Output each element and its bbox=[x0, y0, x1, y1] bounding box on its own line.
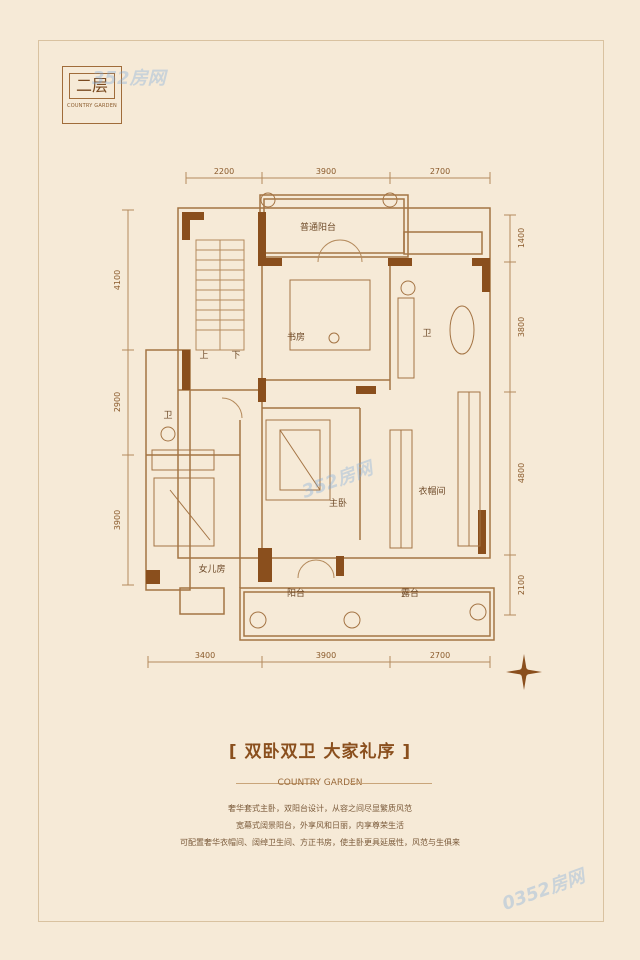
description-line-1: 奢华套式主卧，双阳台设计，从容之间尽显繁质风范 bbox=[228, 804, 412, 813]
dim-top-2: 3900 bbox=[316, 167, 336, 176]
room-bath-right: 卫 bbox=[422, 329, 431, 339]
dim-top-1: 2200 bbox=[214, 167, 234, 176]
brand-rule-left bbox=[236, 783, 318, 784]
headline: [ 双卧双卫 大家礼序 ] bbox=[228, 742, 412, 762]
dim-bottom-2: 3900 bbox=[316, 651, 336, 660]
room-study: 书房 bbox=[287, 331, 305, 343]
dim-right-2: 3800 bbox=[517, 317, 526, 337]
dim-bottom-1: 3400 bbox=[195, 651, 215, 660]
description-line-2: 宽幕式阔景阳台，外享风和日丽，内享尊荣生活 bbox=[236, 821, 404, 830]
dim-top-3: 2700 bbox=[430, 167, 450, 176]
room-closet: 衣帽间 bbox=[418, 485, 445, 497]
room-daughter: 女儿房 bbox=[198, 563, 225, 575]
badge-brand: COUNTRY GARDEN bbox=[67, 103, 117, 109]
room-bath-left: 卫 bbox=[163, 411, 172, 421]
dim-right-3: 4800 bbox=[517, 463, 526, 483]
dim-left-3: 3900 bbox=[113, 510, 122, 530]
room-balcony-bottom: 阳台 bbox=[287, 587, 305, 599]
room-master: 主卧 bbox=[329, 497, 347, 509]
dim-bottom-3: 2700 bbox=[430, 651, 450, 660]
outer-frame bbox=[38, 40, 604, 922]
floor-label: 二层 bbox=[69, 73, 115, 99]
room-terrace: 露台 bbox=[401, 587, 419, 599]
description-line-3: 可配置奢华衣帽间、阔绰卫生间、方正书房，使主卧更具延展性，风范与生俱来 bbox=[180, 838, 460, 847]
stair-up-label: 上 bbox=[199, 350, 208, 361]
floor-plan: 2200 3900 2700 3400 3900 2700 4100 2900 … bbox=[113, 167, 542, 690]
brand-name: COUNTRY GARDEN bbox=[277, 778, 363, 788]
room-balcony-top: 普通阳台 bbox=[300, 221, 336, 233]
stair-down-label: 下 bbox=[231, 351, 240, 361]
dim-right-1: 1400 bbox=[517, 228, 526, 248]
dim-left-1: 4100 bbox=[113, 270, 122, 290]
floor-badge: 二层 COUNTRY GARDEN bbox=[62, 66, 122, 124]
dim-right-4: 2100 bbox=[517, 575, 526, 595]
brand-divider: COUNTRY GARDEN bbox=[0, 778, 640, 788]
brand-rule-right bbox=[350, 783, 432, 784]
dim-left-2: 2900 bbox=[113, 392, 122, 412]
